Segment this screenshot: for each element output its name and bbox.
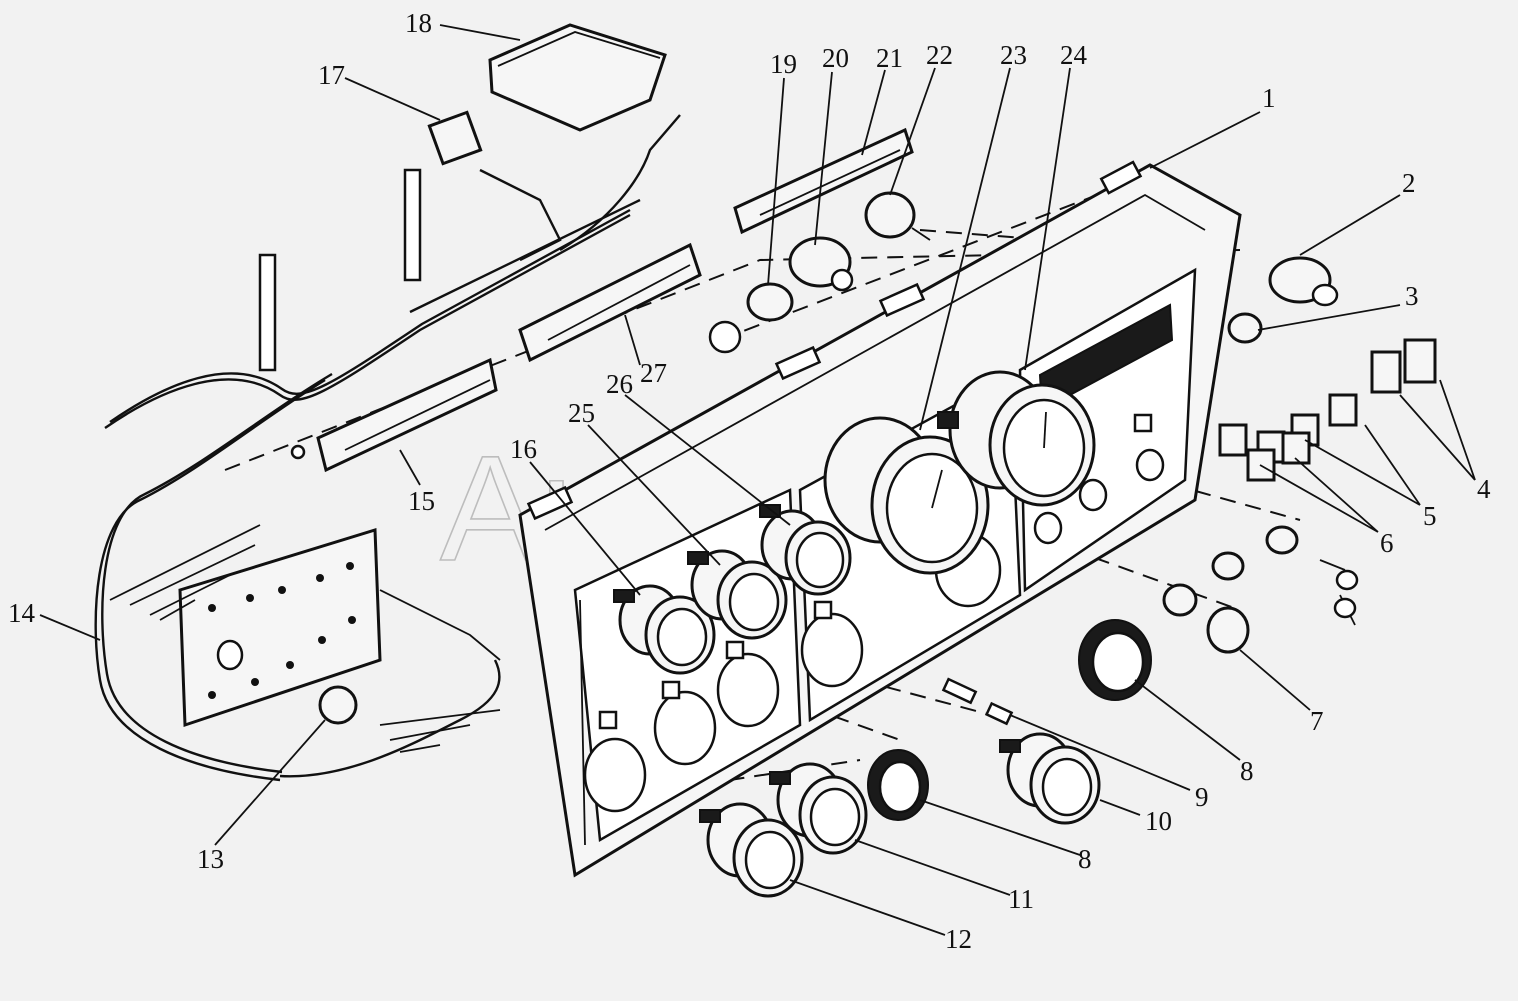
callout-22: 22 bbox=[926, 40, 953, 70]
leader-lines bbox=[39, 24, 1476, 936]
callout-25: 25 bbox=[568, 398, 595, 428]
switch-20 bbox=[788, 236, 854, 292]
small-gauge-25 bbox=[687, 549, 788, 640]
callout-17: 17 bbox=[318, 60, 345, 90]
buzzer-13 bbox=[318, 685, 358, 725]
gauge-bezel-8a bbox=[1078, 619, 1152, 701]
gauge-11 bbox=[769, 762, 868, 855]
switch-19 bbox=[746, 282, 794, 322]
wiring-harness-14 bbox=[94, 114, 681, 782]
callout-21: 21 bbox=[876, 43, 903, 73]
callout-8-upper: 8 bbox=[1240, 756, 1254, 786]
callout-15: 15 bbox=[408, 486, 435, 516]
callout-10: 10 bbox=[1145, 806, 1172, 836]
callout-3: 3 bbox=[1405, 281, 1419, 311]
callout-4: 4 bbox=[1477, 474, 1491, 504]
gauge-12 bbox=[699, 802, 804, 898]
callout-1: 1 bbox=[1262, 83, 1276, 113]
callout-27: 27 bbox=[640, 358, 667, 388]
wire-clamps bbox=[258, 168, 422, 372]
warning-lamp-block-21 bbox=[733, 127, 914, 235]
switches-6 bbox=[1218, 423, 1311, 482]
callout-12: 12 bbox=[945, 924, 972, 954]
rocker-switches-4 bbox=[1370, 338, 1437, 394]
warning-lamp-block-27 bbox=[518, 242, 702, 363]
small-gauge-16 bbox=[613, 584, 716, 675]
gauge-10 bbox=[999, 732, 1101, 825]
callout-7: 7 bbox=[1310, 706, 1324, 736]
washer bbox=[708, 320, 742, 354]
bulb-9 bbox=[941, 677, 1014, 726]
callout-labels: 1 2 3 4 5 6 7 8 8 9 10 11 12 13 14 15 16… bbox=[8, 8, 1491, 954]
connector-plate bbox=[178, 527, 382, 728]
switch-22 bbox=[864, 191, 931, 241]
lamp-socket-7 bbox=[1162, 583, 1250, 654]
callout-5: 5 bbox=[1423, 501, 1437, 531]
callout-20: 20 bbox=[822, 43, 849, 73]
tachometer-gauge bbox=[937, 370, 1096, 507]
switch-2 bbox=[1268, 256, 1339, 307]
callout-24: 24 bbox=[1060, 40, 1088, 70]
callout-8-lower: 8 bbox=[1078, 844, 1092, 874]
callout-16: 16 bbox=[510, 434, 537, 464]
callout-14: 14 bbox=[8, 598, 36, 628]
callout-6: 6 bbox=[1380, 528, 1394, 558]
warning-lamp-block-15 bbox=[290, 357, 498, 473]
callout-18: 18 bbox=[405, 8, 432, 38]
lamp-3 bbox=[1227, 312, 1263, 344]
nuts-and-keys bbox=[1211, 525, 1359, 626]
relay-17 bbox=[427, 110, 483, 166]
callout-2: 2 bbox=[1402, 168, 1416, 198]
callout-9: 9 bbox=[1195, 782, 1209, 812]
callout-11: 11 bbox=[1008, 884, 1034, 914]
speedometer-gauge bbox=[823, 416, 990, 575]
callout-13: 13 bbox=[197, 844, 224, 874]
cover-plates bbox=[526, 282, 926, 521]
callout-23: 23 bbox=[1000, 40, 1027, 70]
voltage-regulator-18 bbox=[488, 23, 667, 132]
gauge-bezel-8b bbox=[867, 749, 929, 821]
callout-19: 19 bbox=[770, 49, 797, 79]
terminal-leads bbox=[109, 524, 501, 753]
callout-26: 26 bbox=[606, 369, 633, 399]
